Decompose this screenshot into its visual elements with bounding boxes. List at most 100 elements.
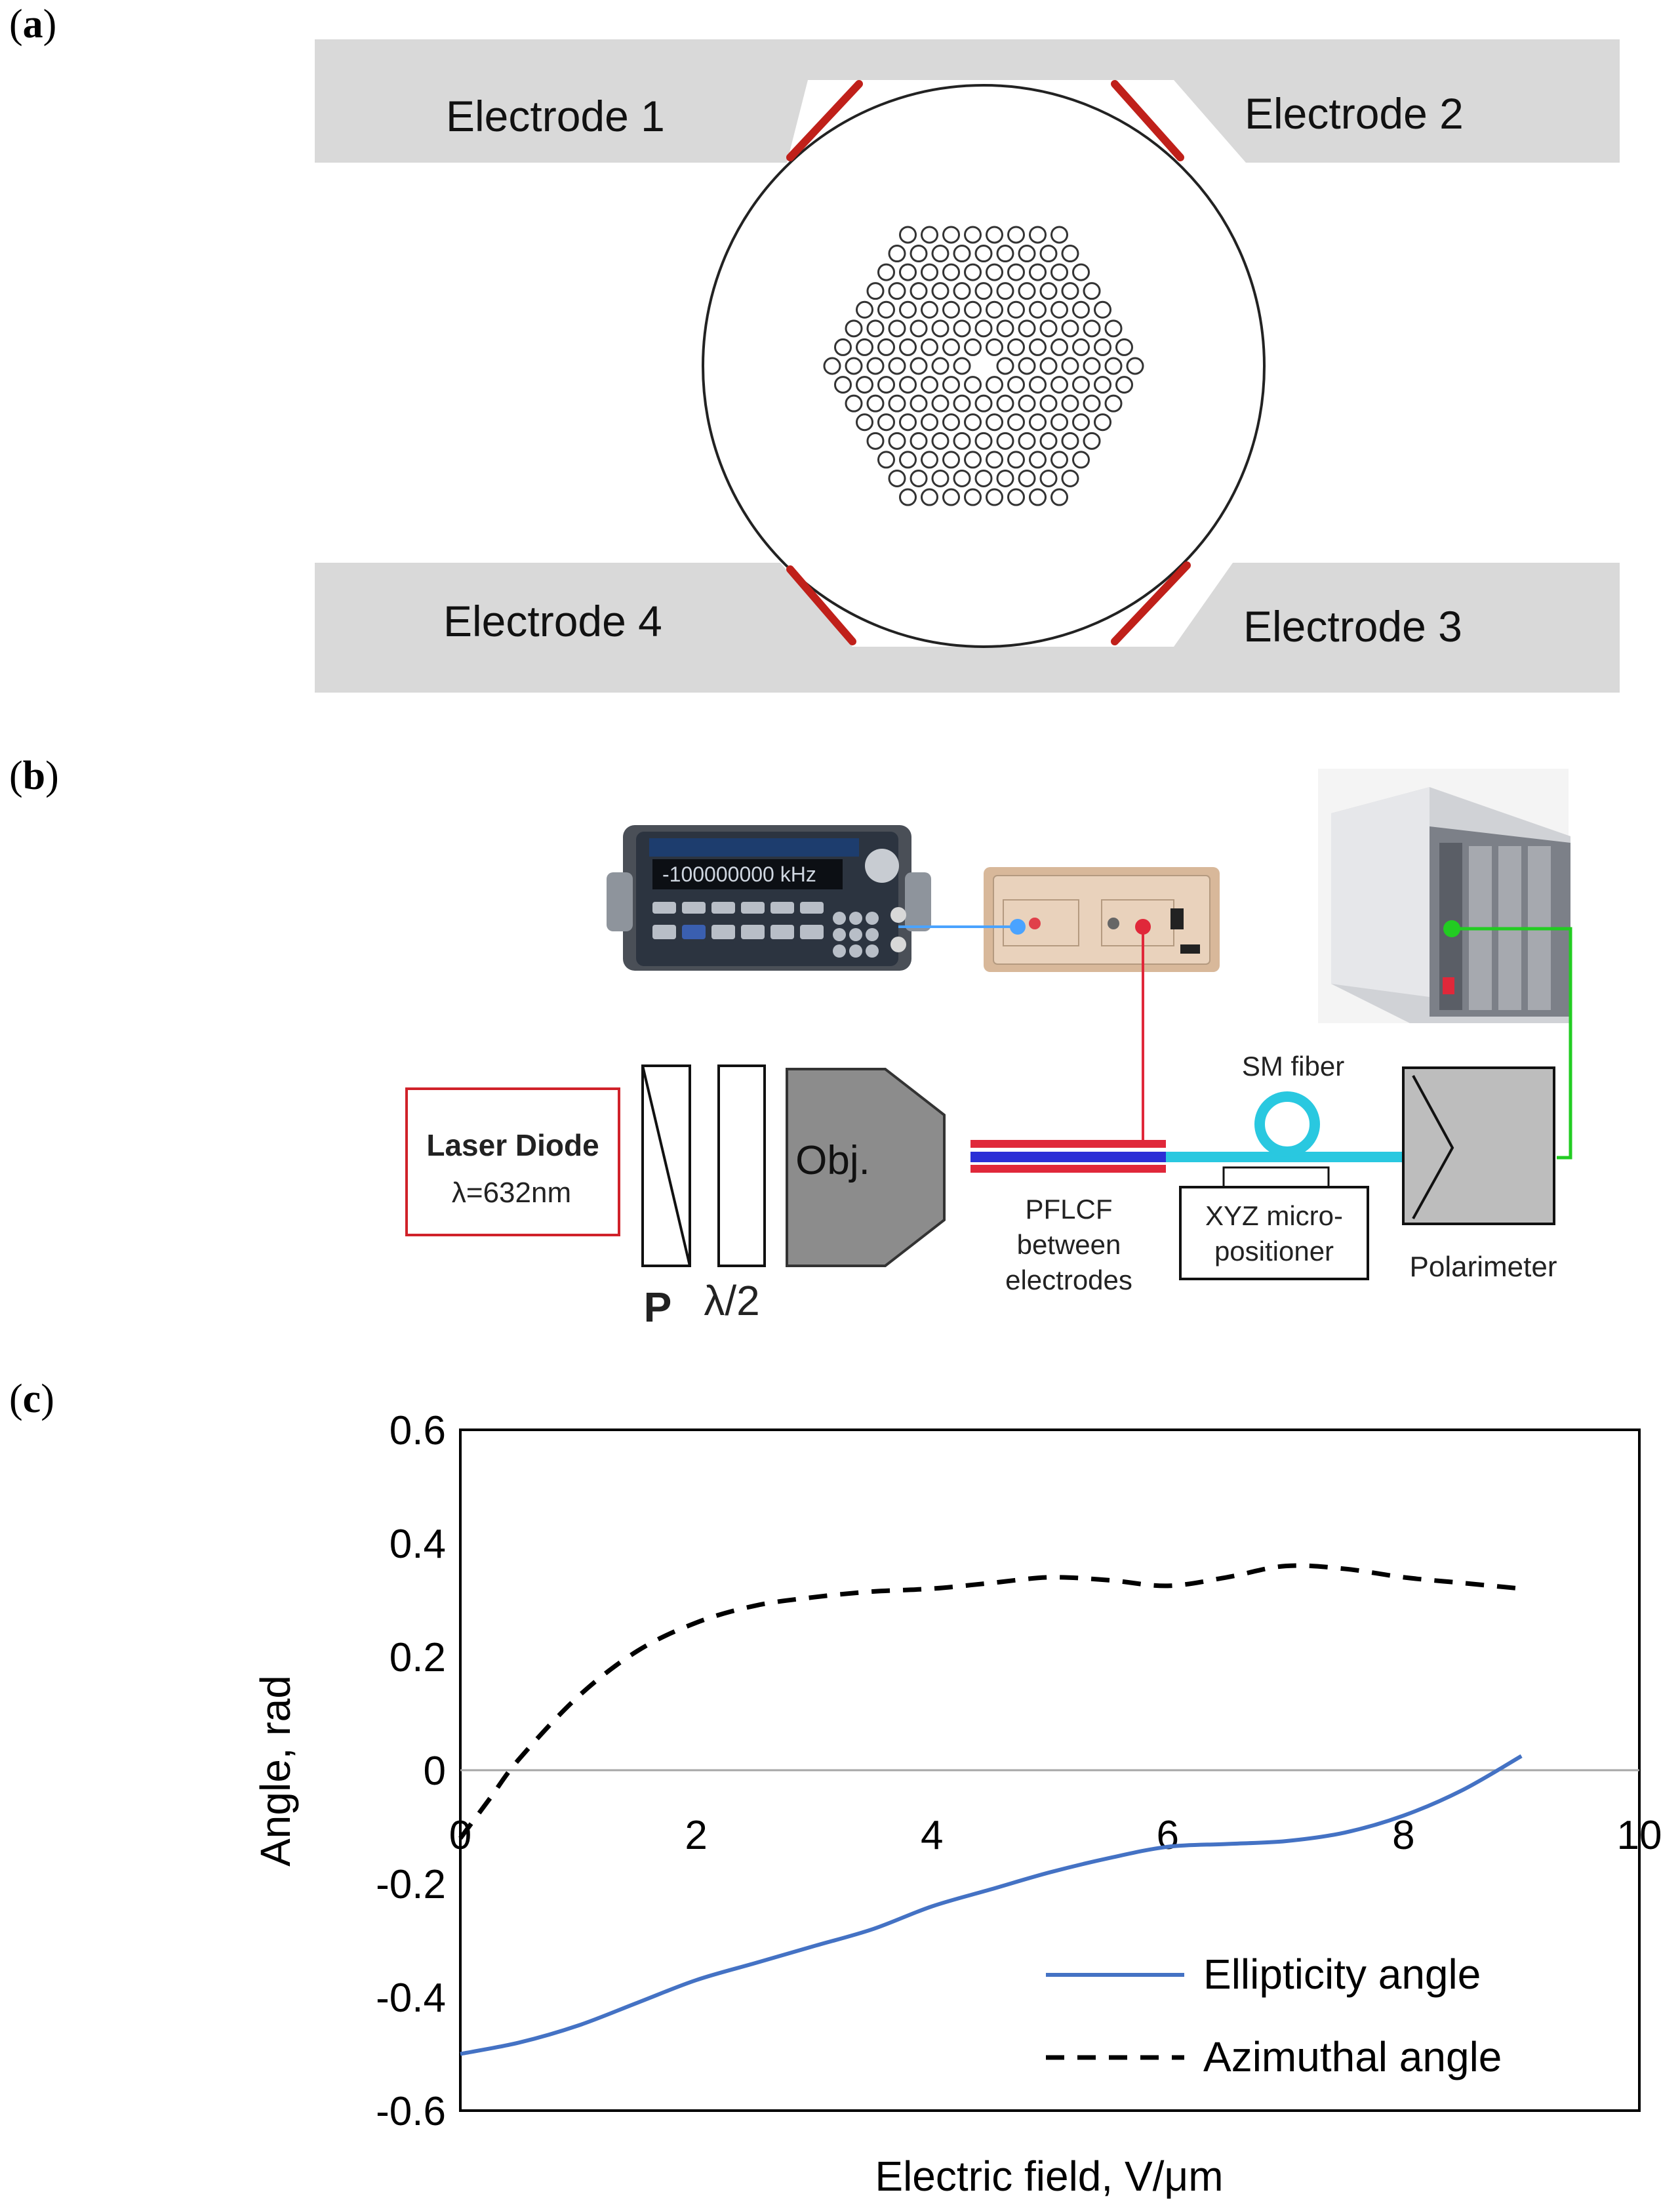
air-hole (1094, 413, 1111, 432)
air-hole (942, 300, 960, 319)
air-hole (1083, 394, 1101, 413)
series-lines (458, 1563, 1523, 2056)
y-tick-label: -0.6 (376, 2089, 446, 2134)
air-hole (1039, 469, 1058, 487)
air-hole (1072, 338, 1090, 356)
air-hole (1061, 469, 1079, 487)
air-hole (1104, 394, 1123, 413)
air-hole (877, 338, 895, 356)
air-hole (888, 245, 906, 263)
air-hole (921, 488, 938, 506)
fiber-cladding (702, 84, 1266, 648)
air-hole (1050, 451, 1068, 469)
air-hole (921, 376, 938, 394)
y-tick-label: 0.6 (390, 1408, 446, 1453)
air-hole (1126, 357, 1144, 375)
air-hole (1007, 413, 1025, 432)
x-tick-label: 8 (1392, 1813, 1414, 1858)
air-hole (953, 245, 971, 263)
air-hole (1039, 245, 1058, 263)
air-hole (1050, 263, 1068, 281)
air-hole (1094, 376, 1111, 394)
air-hole (1115, 338, 1133, 356)
polarimeter-label: Polarimeter (1410, 1251, 1557, 1283)
air-hole (1029, 338, 1047, 356)
air-hole (1094, 300, 1111, 319)
air-hole (942, 226, 960, 244)
air-hole (953, 282, 971, 300)
air-hole (931, 432, 950, 450)
generator-display: -100000000 kHz (662, 862, 816, 886)
air-hole (942, 413, 960, 432)
air-hole (1039, 357, 1058, 375)
function-generator: -100000000 kHz (607, 825, 931, 971)
air-hole (888, 282, 906, 300)
air-hole (964, 376, 982, 394)
air-hole (1072, 376, 1090, 394)
air-hole (1029, 300, 1047, 319)
air-hole (921, 300, 938, 319)
air-hole (1050, 300, 1068, 319)
signal-connector (1010, 919, 1026, 935)
air-hole (899, 451, 917, 469)
y-tick-label: -0.4 (376, 1976, 446, 2021)
air-hole (986, 451, 1003, 469)
air-hole (1039, 319, 1058, 338)
air-hole (899, 226, 917, 244)
air-hole (866, 319, 885, 338)
air-hole (942, 338, 960, 356)
azimuthal-angle-line (458, 1563, 1522, 1840)
air-hole (974, 282, 993, 300)
air-hole (996, 432, 1014, 450)
air-hole (964, 338, 982, 356)
air-hole (1061, 394, 1079, 413)
air-hole (888, 319, 906, 338)
air-hole (964, 488, 982, 506)
air-hole (974, 394, 993, 413)
air-hole (1104, 319, 1123, 338)
air-hole (856, 338, 873, 356)
air-hole (877, 300, 895, 319)
air-hole (877, 451, 895, 469)
air-hole (974, 469, 993, 487)
halfwave-plate (717, 1064, 766, 1267)
air-hole (953, 432, 971, 450)
air-hole (974, 432, 993, 450)
pflcf-label-2: between (1017, 1229, 1121, 1260)
air-hole (996, 357, 1014, 375)
air-hole (1050, 226, 1068, 244)
air-hole (877, 263, 895, 281)
air-hole (1018, 432, 1036, 450)
objective-lens (786, 1068, 946, 1267)
air-hole (942, 376, 960, 394)
air-hole (1072, 263, 1090, 281)
air-hole (953, 394, 971, 413)
x-tick-label: 2 (685, 1813, 707, 1858)
air-hole (1050, 376, 1068, 394)
air-hole (953, 357, 971, 375)
air-hole (1115, 376, 1133, 394)
air-hole (996, 469, 1014, 487)
air-hole (899, 488, 917, 506)
air-hole (964, 263, 982, 281)
xyz-stage-top (1222, 1166, 1330, 1188)
air-hole (1061, 432, 1079, 450)
air-hole (1029, 451, 1047, 469)
air-hole (1007, 488, 1025, 506)
electrode-contacts (786, 80, 1191, 645)
air-hole (834, 338, 852, 356)
air-hole (1007, 226, 1025, 244)
air-hole (899, 413, 917, 432)
air-hole (888, 357, 906, 375)
air-hole (866, 432, 885, 450)
air-hole (845, 357, 863, 375)
air-hole (899, 376, 917, 394)
air-hole (866, 394, 885, 413)
air-hole (1083, 357, 1101, 375)
air-hole (964, 226, 982, 244)
laser-diode-title: Laser Diode (426, 1128, 599, 1162)
air-hole (986, 413, 1003, 432)
legend-label-ellipticity: Ellipticity angle (1203, 1951, 1481, 1998)
